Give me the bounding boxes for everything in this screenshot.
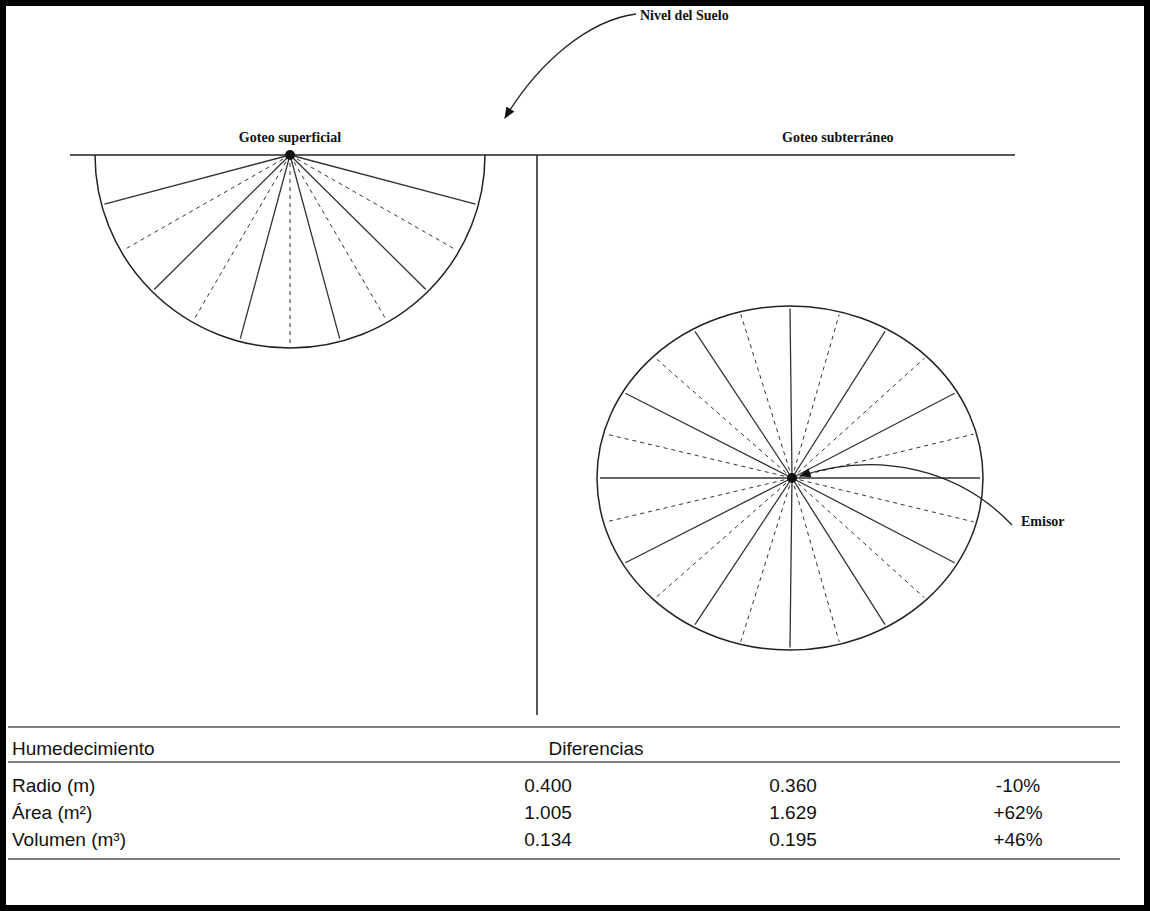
table-cell: 0.360 [769, 775, 817, 797]
table-cell: 1.629 [769, 802, 817, 824]
radial-line [625, 393, 792, 478]
radial-line [290, 155, 386, 320]
radial-line [290, 155, 456, 250]
radial-line [741, 478, 792, 642]
part-label: Emisor [1018, 514, 1068, 530]
table-cell: 0.195 [769, 829, 817, 851]
radial-line [792, 478, 839, 642]
table-rule [8, 726, 1120, 727]
emitter-dot [285, 150, 295, 160]
section-title: Goteo superficial [239, 130, 341, 146]
radial-line [792, 314, 839, 478]
table-cell: Volumen (m³) [12, 829, 126, 851]
radial-line [792, 478, 924, 598]
wetting-bulb-subsurface [597, 306, 983, 650]
frame-border [3, 3, 1147, 908]
radial-line [656, 358, 792, 478]
radial-line [104, 155, 290, 204]
radial-line [695, 478, 792, 625]
table-cell: -10% [996, 775, 1040, 797]
emitter-dot [787, 473, 797, 483]
radial-line [606, 478, 792, 522]
radial-line [290, 155, 476, 204]
table-rule [8, 858, 1120, 859]
leader-arrow [505, 14, 636, 118]
radial-line [600, 477, 792, 478]
table-cell: 1.005 [524, 802, 572, 824]
section-title: Goteo subterráneo [782, 130, 894, 146]
radial-line [741, 314, 792, 478]
radial-line [792, 393, 955, 478]
radial-line [656, 478, 792, 598]
table-cell: Radio (m) [12, 775, 95, 797]
ground-line [70, 154, 1015, 156]
radial-line [790, 478, 792, 647]
radial-line [290, 155, 426, 289]
radial-line [154, 155, 290, 289]
radial-line [792, 478, 955, 563]
radial-line [240, 155, 290, 339]
radial-line [792, 358, 924, 478]
radial-line [792, 434, 974, 478]
radial-line [792, 331, 885, 478]
radial-line [790, 309, 792, 478]
table-cell: +46% [993, 829, 1042, 851]
table-cell: 0.400 [524, 775, 572, 797]
radial-line [792, 478, 885, 625]
wetting-bulb-surface [95, 155, 485, 348]
table-cell: +62% [993, 802, 1042, 824]
radial-line [124, 155, 290, 250]
radial-line [625, 478, 792, 563]
radial-line [606, 434, 792, 478]
radial-line [194, 155, 290, 320]
leader-arrow [800, 465, 1012, 525]
radial-line [290, 155, 340, 339]
ground-label: Nivel del Suelo [640, 8, 729, 24]
radial-line [290, 155, 291, 345]
radial-lines [104, 155, 980, 647]
divider-line [536, 155, 538, 715]
table-rule [8, 762, 1120, 763]
radial-line [792, 477, 980, 478]
table-cell: 0.134 [524, 829, 572, 851]
table-cell: Área (m²) [12, 802, 92, 824]
radial-line [695, 331, 792, 478]
table-header: Diferencias [548, 738, 643, 760]
table-header: Humedecimiento [12, 738, 155, 760]
radial-line [792, 478, 974, 522]
